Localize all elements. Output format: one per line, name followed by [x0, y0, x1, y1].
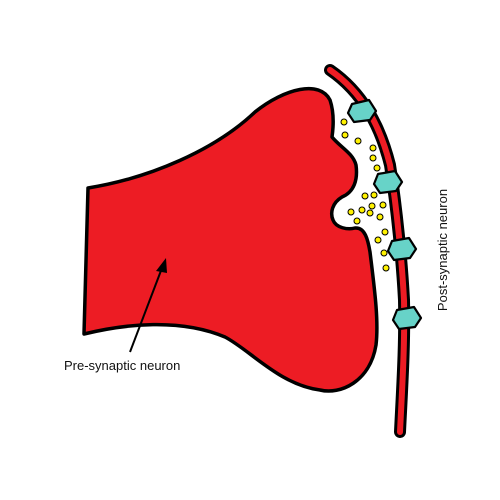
pre-synaptic-pointer — [129, 258, 167, 353]
receptors — [346, 98, 423, 331]
neurotransmitter-vesicle — [361, 192, 369, 200]
receptor — [386, 236, 418, 262]
receptor — [346, 98, 378, 124]
arrow-line — [129, 267, 163, 353]
neurotransmitter-vesicle — [379, 201, 387, 209]
neurotransmitter-vesicle — [381, 228, 389, 236]
neurotransmitters — [340, 118, 390, 272]
pre-synaptic-terminal — [82, 86, 379, 393]
neurotransmitter-vesicle — [354, 137, 362, 145]
neurotransmitter-vesicle — [366, 209, 374, 217]
receptor — [391, 305, 423, 331]
neurotransmitter-vesicle — [368, 202, 376, 210]
neurotransmitter-vesicle — [369, 154, 377, 162]
neurotransmitter-vesicle — [369, 144, 377, 152]
neurotransmitter-vesicle — [382, 264, 390, 272]
neurotransmitter-vesicle — [373, 164, 381, 172]
arrow-head-icon — [156, 258, 167, 273]
receptor — [372, 169, 404, 195]
neurotransmitter-vesicle — [347, 208, 355, 216]
neurotransmitter-vesicle — [353, 217, 361, 225]
neurotransmitter-vesicle — [370, 191, 378, 199]
pre-synaptic-label: Pre-synaptic neuron — [64, 358, 180, 373]
post-synaptic-label: Post-synaptic neuron — [435, 189, 450, 311]
neurotransmitter-vesicle — [358, 206, 366, 214]
neurotransmitter-vesicle — [340, 118, 348, 126]
neurotransmitter-vesicle — [374, 236, 382, 244]
neurotransmitter-vesicle — [376, 213, 384, 221]
neurotransmitter-vesicle — [341, 131, 349, 139]
neurotransmitter-vesicle — [380, 249, 388, 257]
